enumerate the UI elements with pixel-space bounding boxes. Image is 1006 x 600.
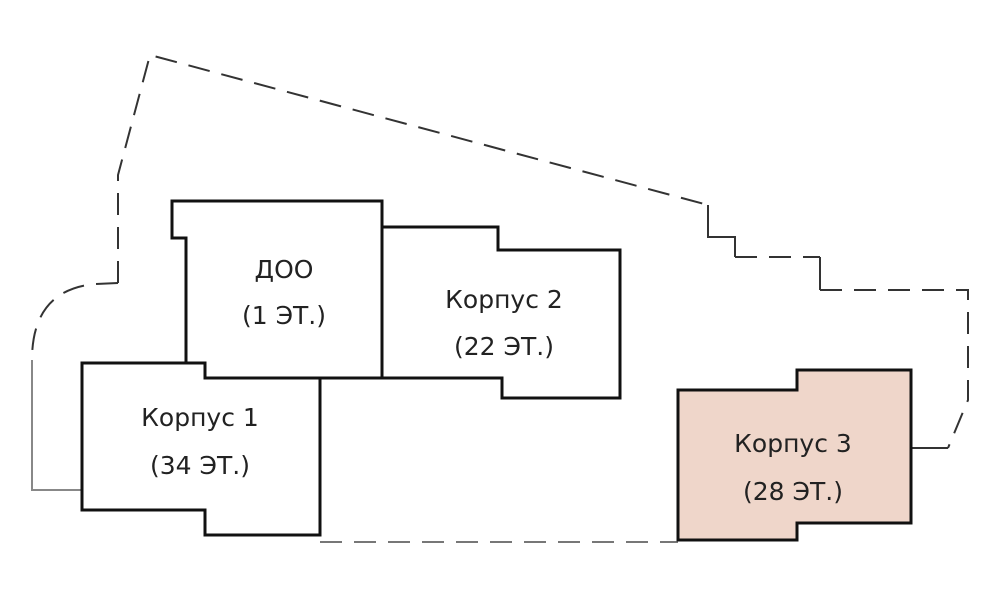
building-name: ДОО xyxy=(255,255,314,284)
site-boundary xyxy=(31,53,969,543)
building-floors: (22 ЭТ.) xyxy=(454,332,554,361)
boundary-east xyxy=(820,289,969,449)
building-korpus-2[interactable]: Корпус 2 (22 ЭТ.) xyxy=(380,225,622,400)
building-doo[interactable]: ДОО (1 ЭТ.) xyxy=(170,199,384,380)
building-name: Корпус 2 xyxy=(445,285,563,314)
building-outline xyxy=(80,361,322,537)
building-outline xyxy=(380,225,622,400)
building-korpus-1[interactable]: Корпус 1 (34 ЭТ.) xyxy=(80,361,322,537)
building-name: Корпус 3 xyxy=(734,429,852,458)
boundary-west-curve xyxy=(31,282,119,361)
building-floors: (1 ЭТ.) xyxy=(242,301,326,330)
building-outline xyxy=(170,199,384,380)
boundary-steps xyxy=(707,205,736,257)
building-floors: (28 ЭТ.) xyxy=(743,477,843,506)
boundary-top xyxy=(117,53,709,283)
boundary-west xyxy=(31,360,82,491)
building-outline xyxy=(676,368,913,542)
building-korpus-3[interactable]: ​ Корпус 3 (28 ЭТ.) xyxy=(676,368,913,542)
building-name: Корпус 1 xyxy=(141,403,259,432)
building-floors: (34 ЭТ.) xyxy=(150,451,250,480)
